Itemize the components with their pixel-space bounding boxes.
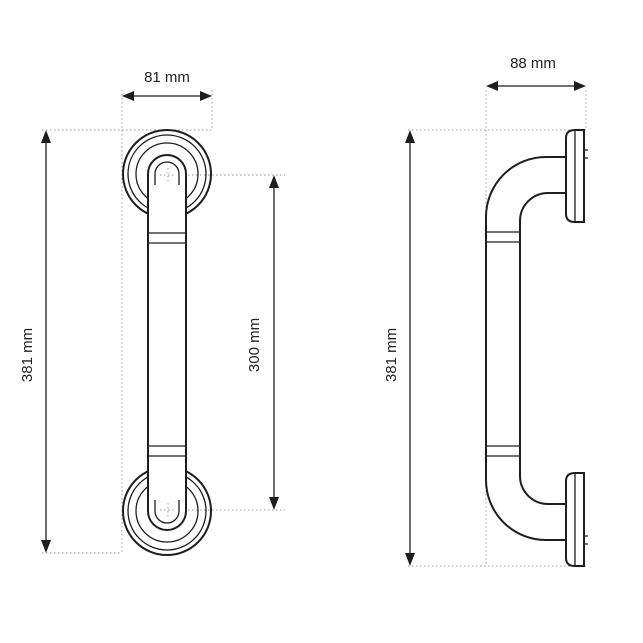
side-depth-dimension: 88 mm (486, 55, 586, 91)
front-grab-bar (147, 154, 187, 531)
front-height-label: 381 mm (19, 328, 36, 382)
side-bottom-flange (565, 472, 588, 567)
front-width-dimension: 81 mm (122, 69, 212, 101)
front-spacing-label: 300 mm (246, 318, 263, 372)
front-center-marks (160, 168, 176, 517)
side-top-flange (565, 129, 588, 223)
side-depth-label: 88 mm (510, 55, 556, 72)
front-height-dimension: 381 mm (19, 130, 51, 553)
side-extension-lines (408, 90, 587, 567)
front-view: 81 mm 381 mm 300 mm (19, 69, 285, 556)
side-grab-bar (485, 156, 567, 541)
front-extension-lines (42, 90, 285, 554)
side-height-dimension: 381 mm (383, 130, 415, 566)
side-height-label: 381 mm (383, 328, 400, 382)
front-spacing-dimension: 300 mm (246, 175, 279, 510)
side-view: 88 mm 381 mm (383, 55, 588, 567)
front-width-label: 81 mm (144, 69, 190, 86)
